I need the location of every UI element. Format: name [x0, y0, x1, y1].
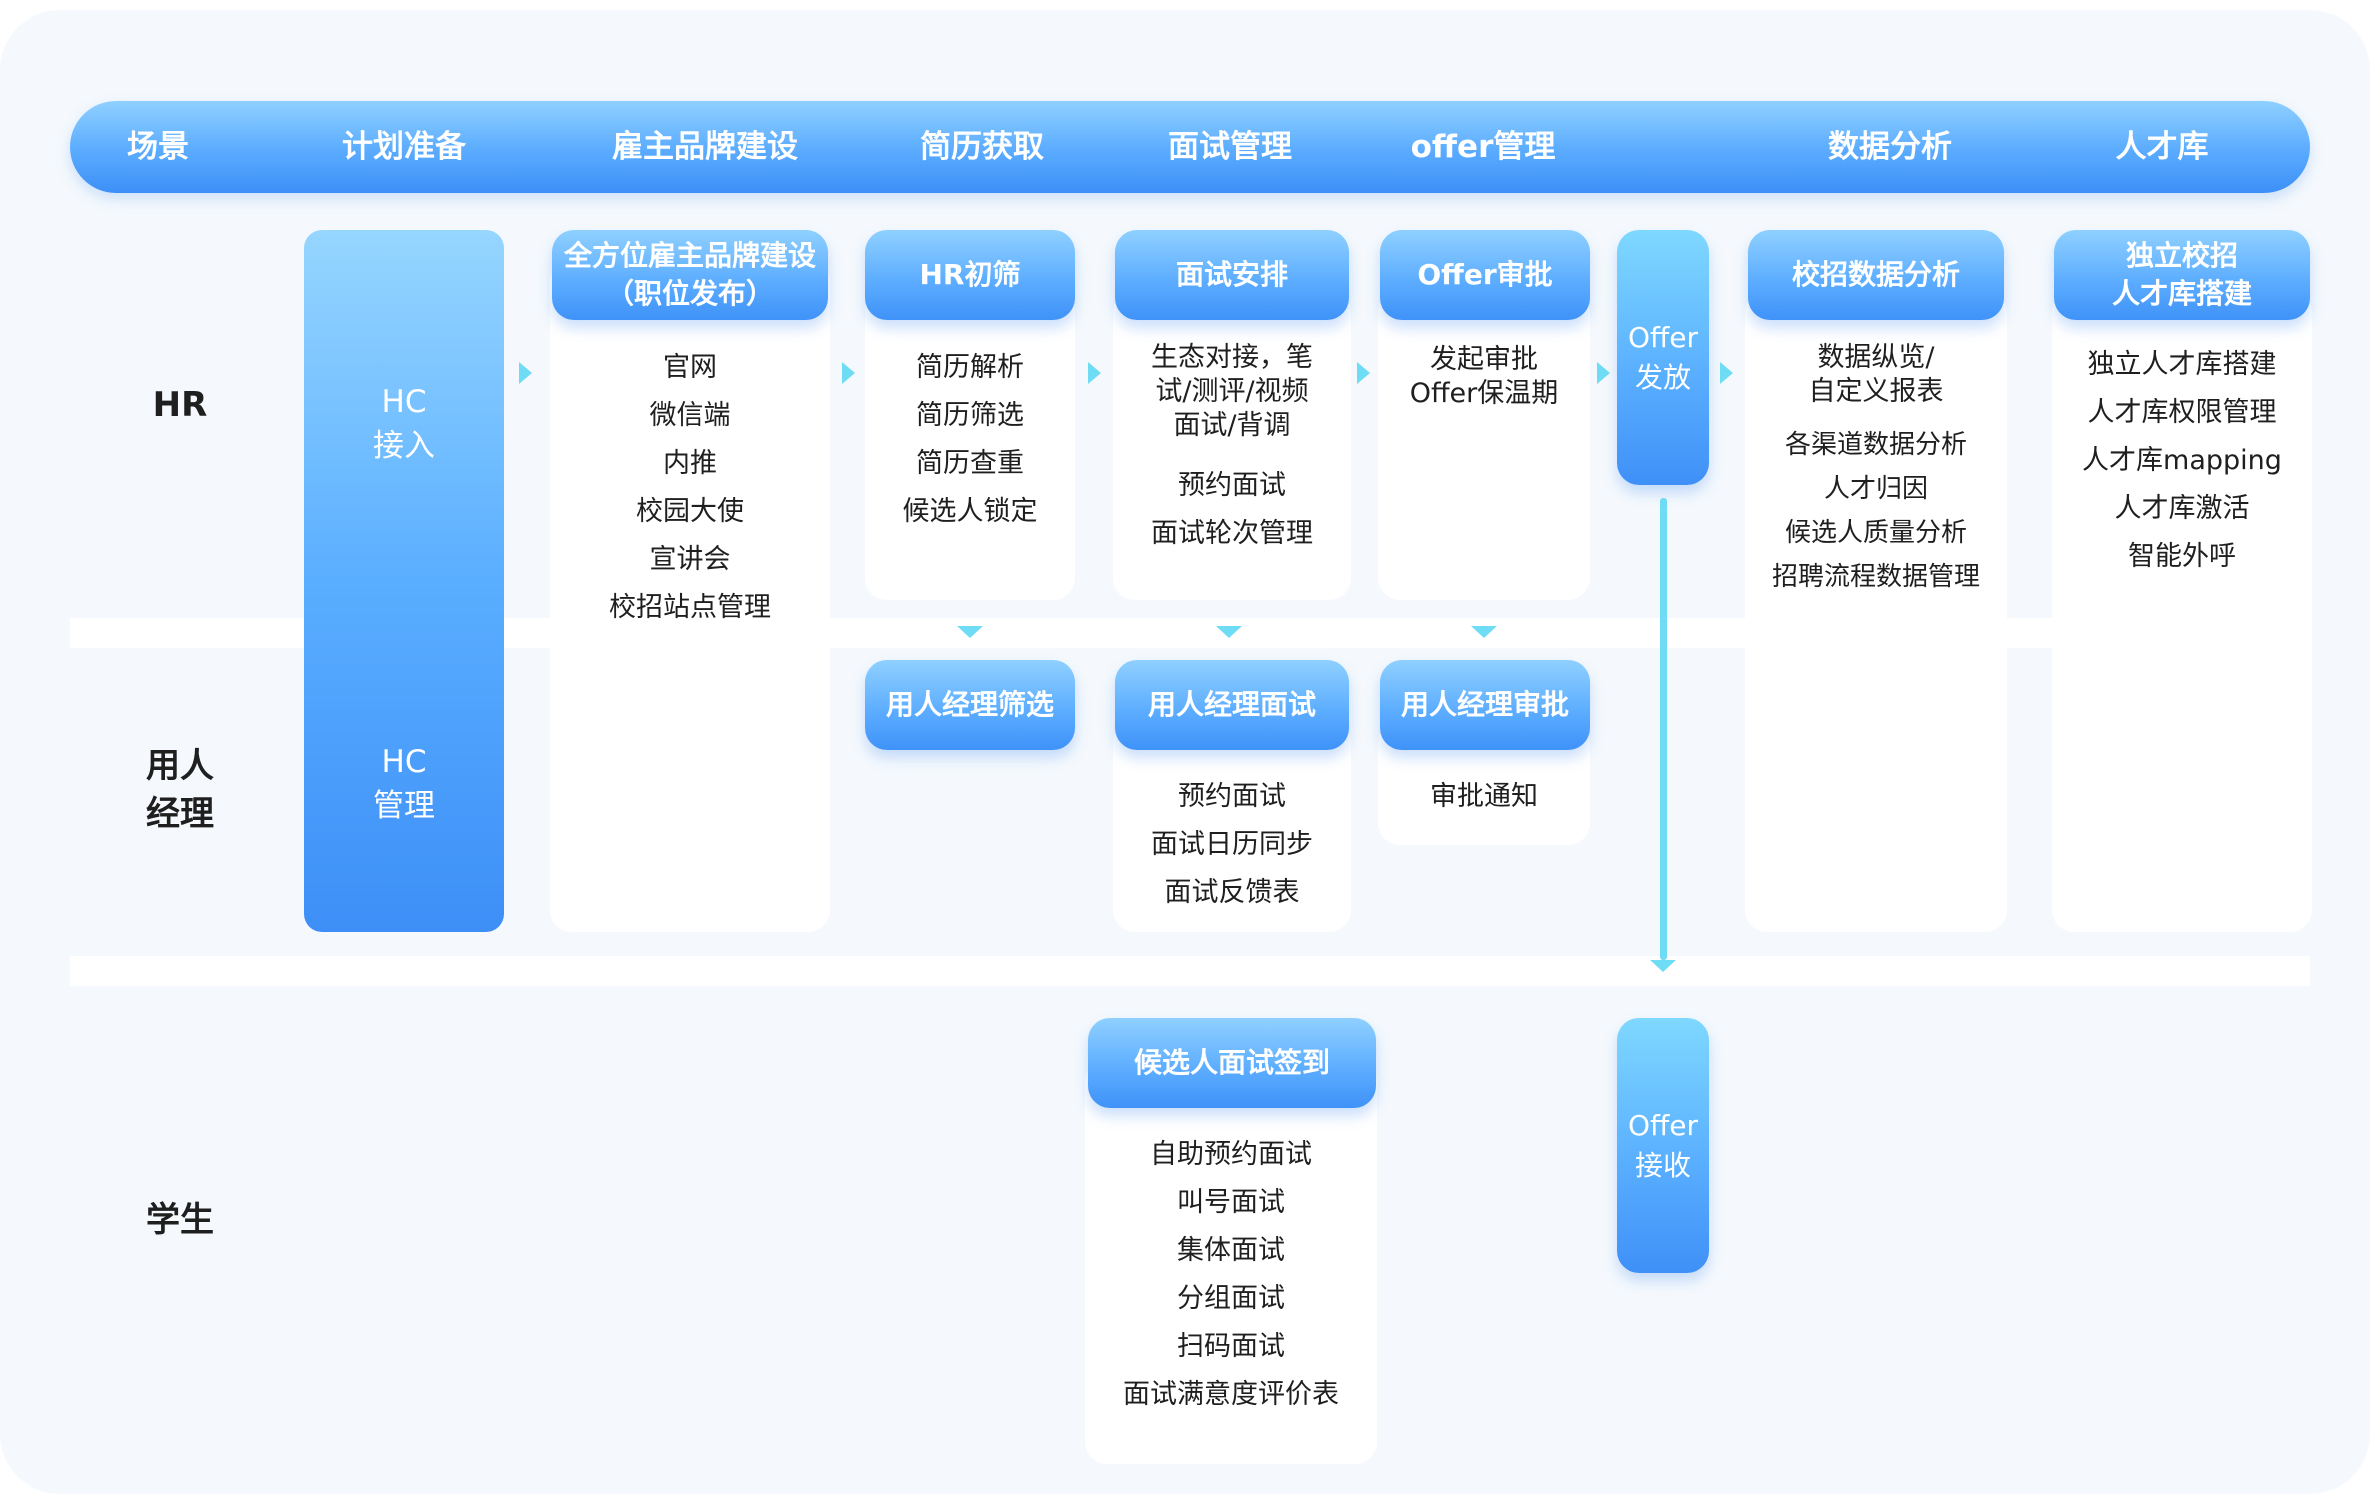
- list-item: 集体面试: [1177, 1235, 1285, 1266]
- list-item: 简历筛选: [916, 400, 1024, 431]
- manager-interview-pill: 用人经理面试: [1115, 660, 1349, 750]
- list-item: Offer保温期: [1409, 378, 1559, 409]
- list-item: 预约面试: [1178, 781, 1286, 812]
- list-item: 预约面试: [1178, 470, 1286, 501]
- list-item: 人才库权限管理: [2087, 397, 2277, 428]
- brand-items: 官网 微信端 内推 校园大使 宣讲会 校招站点管理: [550, 344, 830, 632]
- talent-card: [2052, 290, 2312, 932]
- lane-separator-manager-student: [70, 956, 2310, 986]
- list-item: 叫号面试: [1177, 1187, 1285, 1218]
- offer-receive-pill: Offer 接收: [1617, 1018, 1709, 1273]
- arrow-right-icon: [1597, 362, 1610, 384]
- stage-data: 数据分析: [1828, 129, 1952, 165]
- candidate-checkin-pill: 候选人面试签到: [1088, 1018, 1376, 1108]
- offer-manager-items: 审批通知: [1378, 773, 1590, 821]
- row-label-hr: HR: [152, 385, 208, 425]
- hc-column: [304, 230, 504, 932]
- stage-plan: 计划准备: [342, 129, 466, 165]
- stage-brand: 雇主品牌建设: [612, 129, 798, 165]
- list-item: 简历解析: [916, 352, 1024, 383]
- hr-screening-pill: HR初筛: [865, 230, 1075, 320]
- list-item: 内推: [663, 448, 717, 479]
- stage-talent: 人才库: [2115, 129, 2209, 165]
- list-item: 自助预约面试: [1150, 1139, 1312, 1170]
- list-item: 各渠道数据分析: [1784, 430, 1967, 460]
- list-item: 面试满意度评价表: [1123, 1379, 1339, 1410]
- manager-approval-pill: 用人经理审批: [1380, 660, 1590, 750]
- list-item: 校园大使: [636, 496, 744, 527]
- list-item: 微信端: [649, 400, 731, 431]
- interview-manager-items: 预约面试 面试日历同步 面试反馈表: [1113, 773, 1351, 917]
- talent-pool-pill: 独立校招 人才库搭建: [2054, 230, 2310, 320]
- offer-hr-card: [1378, 290, 1590, 600]
- list-item: 面试日历同步: [1151, 829, 1313, 860]
- interview-manager-card: [1113, 720, 1351, 932]
- arrow-right-icon: [842, 362, 855, 384]
- resume-hr-items: 简历解析 简历筛选 简历查重 候选人锁定: [865, 344, 1075, 536]
- row-label-student: 学生: [146, 1200, 214, 1240]
- stage-interview: 面试管理: [1168, 129, 1292, 165]
- brand-pill: 全方位雇主品牌建设 （职位发布）: [552, 230, 828, 320]
- list-item: 候选人质量分析: [1784, 518, 1967, 548]
- arrow-down-icon: [957, 626, 983, 638]
- row-label-manager: 用人 经理: [146, 746, 214, 834]
- stage-scene: 场景: [127, 129, 189, 165]
- offer-send-pill: Offer 发放: [1617, 230, 1709, 485]
- list-item: 面试反馈表: [1164, 877, 1300, 908]
- arrow-down-icon: [1471, 626, 1497, 638]
- interview-student-card: [1085, 1060, 1377, 1464]
- stage-offer: offer管理: [1410, 129, 1556, 165]
- interview-hr-items: 预约面试 面试轮次管理: [1113, 462, 1351, 558]
- list-item: 校招站点管理: [609, 592, 771, 623]
- data-analysis-pill: 校招数据分析: [1748, 230, 2004, 320]
- list-item: 人才归因: [1823, 474, 1928, 504]
- data-items: 各渠道数据分析 人才归因 候选人质量分析 招聘流程数据管理: [1745, 423, 2007, 599]
- list-item: 独立人才库搭建: [2087, 349, 2277, 380]
- arrow-right-icon: [519, 362, 532, 384]
- list-item: 人才库激活: [2114, 493, 2250, 524]
- arrow-right-icon: [1088, 362, 1101, 384]
- interview-hr-card: [1113, 290, 1351, 600]
- data-card: [1745, 290, 2007, 932]
- list-item: 面试轮次管理: [1151, 518, 1313, 549]
- hc-access-label: HC 接入: [373, 384, 435, 464]
- interview-student-items: 自助预约面试 叫号面试 集体面试 分组面试 扫码面试 面试满意度评价表: [1085, 1131, 1377, 1419]
- data-overview-lines: 数据纵览/ 自定义报表: [1808, 342, 1944, 407]
- list-item: 宣讲会: [649, 544, 731, 575]
- arrow-down-icon: [1650, 960, 1676, 972]
- list-item: 发起审批: [1430, 344, 1538, 375]
- arrow-right-icon: [1720, 362, 1733, 384]
- list-item: 人才库mapping: [2082, 445, 2282, 476]
- list-item: 简历查重: [916, 448, 1024, 479]
- hc-manage-label: HC 管理: [373, 744, 435, 824]
- talent-items: 独立人才库搭建 人才库权限管理 人才库mapping 人才库激活 智能外呼: [2052, 341, 2312, 581]
- list-item: 候选人锁定: [902, 496, 1038, 527]
- interview-arrange-pill: 面试安排: [1115, 230, 1349, 320]
- interview-hr-description: 生态对接，笔 试/测评/视频 面试/背调: [1151, 342, 1313, 441]
- resume-hr-card: [865, 290, 1075, 600]
- offer-hr-items: 发起审批 Offer保温期: [1378, 343, 1590, 411]
- list-item: 分组面试: [1177, 1283, 1285, 1314]
- arrow-down-icon: [1216, 626, 1242, 638]
- list-item: 官网: [663, 352, 717, 383]
- list-item: 招聘流程数据管理: [1771, 562, 1980, 592]
- brand-card: [550, 260, 830, 932]
- list-item: 智能外呼: [2128, 541, 2236, 572]
- manager-screening-pill: 用人经理筛选: [865, 660, 1075, 750]
- stage-header-bar: [70, 101, 2310, 193]
- list-item: 审批通知: [1430, 781, 1538, 812]
- list-item: 扫码面试: [1177, 1331, 1285, 1362]
- stage-resume: 简历获取: [920, 129, 1044, 165]
- offer-flow-line: [1660, 498, 1667, 960]
- arrow-right-icon: [1357, 362, 1370, 384]
- offer-approval-pill: Offer审批: [1380, 230, 1590, 320]
